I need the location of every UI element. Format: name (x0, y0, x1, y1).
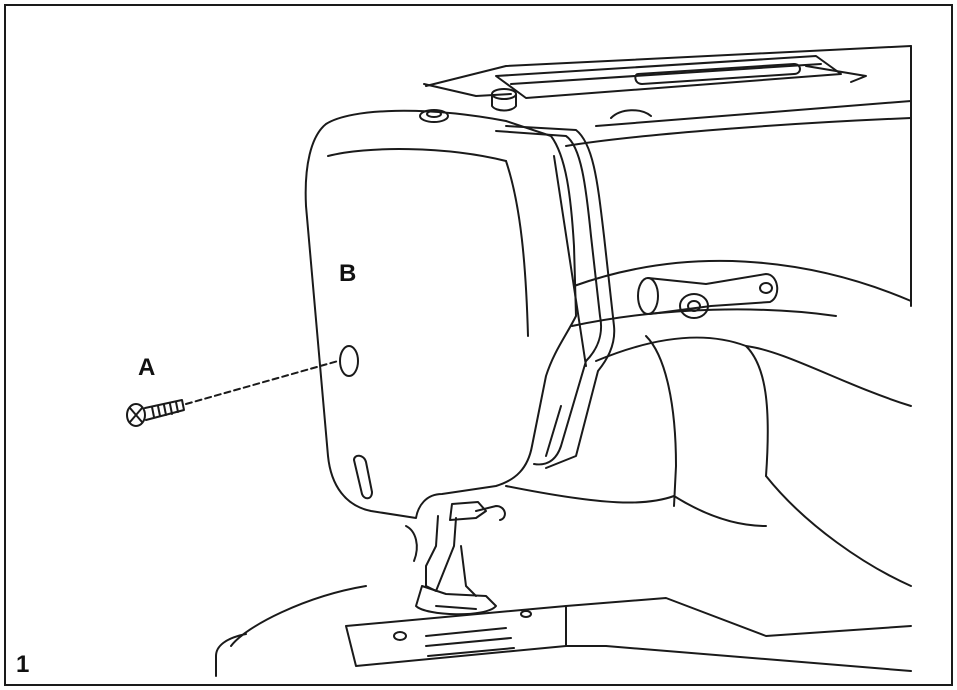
label-a: A (138, 354, 156, 381)
machine-top-body (425, 45, 912, 307)
machine-arm (505, 259, 912, 587)
screw (126, 399, 185, 427)
carrying-handle (495, 55, 867, 99)
presser-lever (637, 273, 779, 319)
figure-number: 1 (16, 651, 30, 678)
thread-guide (419, 83, 652, 123)
thread-channel (495, 125, 616, 469)
face-cover (304, 109, 577, 519)
sewing-machine-illustration (126, 45, 912, 677)
screw-guide-line (185, 360, 339, 405)
presser-foot-assembly (405, 501, 506, 616)
label-b: B (339, 260, 357, 287)
figure-frame: A B 1 (4, 4, 953, 686)
needle-plate (215, 585, 912, 677)
